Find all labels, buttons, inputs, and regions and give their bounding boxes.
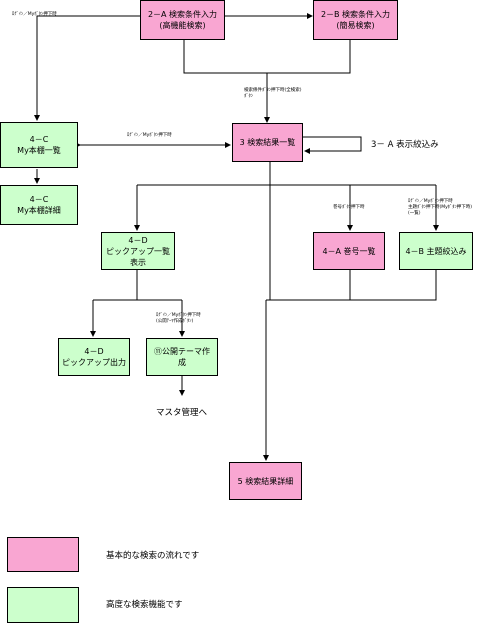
note-volume: 巻号ﾎﾞﾀﾝ押下時 bbox=[333, 205, 365, 210]
edge-volume-subject-merge bbox=[349, 270, 437, 301]
legend-swatch-basic bbox=[7, 537, 79, 572]
edge-search-to-mybook bbox=[34, 15, 140, 121]
note-top-left: ﾛｸﾞｲﾝ／Myﾎﾞﾀﾝ押下時 bbox=[12, 12, 57, 17]
node-subject-filter: 4－B 主題絞込み bbox=[399, 232, 473, 270]
legend-swatch-advanced bbox=[7, 587, 79, 623]
note-subject: ﾛｸﾞｲﾝ／Myﾎﾞﾀﾝ押下時 主題ﾎﾞﾀﾝ押下時(Myﾎﾞﾀﾝ押下時) (一覧… bbox=[408, 199, 473, 216]
edge-result-selfloop bbox=[303, 136, 362, 154]
node-mybook-list: 4－C My本棚一覧 bbox=[0, 122, 78, 168]
note-result-left: ﾛｸﾞｲﾝ／Myﾎﾞﾀﾝ押下時 bbox=[127, 133, 172, 138]
legend-text-advanced: 高度な検索機能です bbox=[106, 600, 183, 610]
node-search-advanced: 2－A 検索条件入力 (高機能検索) bbox=[140, 0, 225, 40]
node-pickup-output: 4－D ピックアップ出力 bbox=[58, 338, 130, 376]
node-result-detail: 5 検索結果詳細 bbox=[229, 462, 302, 500]
label-narrow-results: 3－ A 表示絞込み bbox=[371, 140, 439, 150]
edge-search-merge bbox=[183, 40, 351, 74]
note-pickup: ﾛｸﾞｲﾝ／Myﾎﾞﾀﾝ押下時 (公開ﾃｰﾏ作成ﾎﾞﾀﾝ) bbox=[156, 313, 201, 324]
legend-text-basic: 基本的な検索の流れです bbox=[106, 551, 200, 561]
node-public-theme: ⑪公開テーマ作 成 bbox=[146, 338, 218, 376]
node-volume-list: 4－A 巻号一覧 bbox=[313, 232, 385, 270]
node-mybook-detail: 4－C My本棚詳細 bbox=[0, 185, 78, 225]
note-center: 検索條件ﾎﾞﾀﾝ押下時(全検索) ﾎﾞﾀﾝ bbox=[244, 88, 302, 99]
node-pickup-list: 4－D ピックアップ一覧 表示 bbox=[101, 232, 175, 270]
node-search-simple: 2－B 検索条件入力 (簡易検索) bbox=[313, 0, 398, 40]
label-to-master: マスタ管理へ bbox=[156, 408, 208, 418]
node-result-list: 3 検索結果一覧 bbox=[232, 123, 303, 162]
